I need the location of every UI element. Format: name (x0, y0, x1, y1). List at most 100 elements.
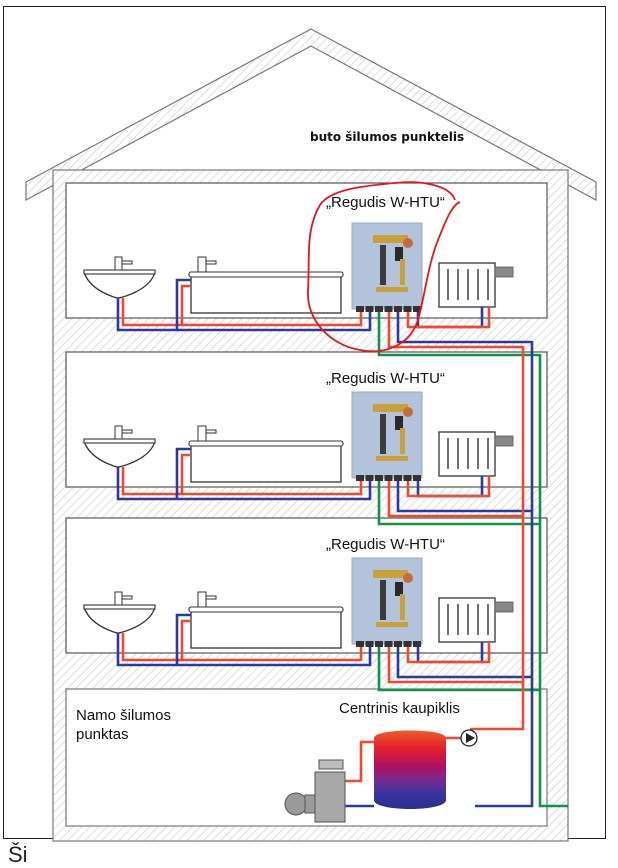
cold-pipe (175, 613, 191, 665)
unit-component (380, 245, 386, 285)
unit-connector (365, 641, 374, 647)
bathtub-rim (188, 440, 344, 447)
unit-connector (394, 641, 402, 647)
sink-rim (83, 438, 156, 444)
cold-pipe (116, 467, 352, 501)
unit-connector (384, 475, 393, 481)
cold-pipe (116, 298, 352, 332)
bathtub-icon (190, 610, 342, 649)
hot-pipe (180, 619, 191, 660)
unit-connector (365, 475, 374, 481)
unit-valve (403, 573, 413, 583)
unit-connector (375, 475, 383, 481)
sink-rim (83, 269, 156, 275)
hot-pipe (121, 633, 352, 662)
cut-caption: Ši (8, 842, 28, 867)
unit-component (380, 414, 386, 454)
faucet-spout (121, 429, 133, 434)
unit-connector (356, 475, 364, 481)
unit-valve (403, 407, 413, 417)
boiler-icon (314, 771, 346, 823)
faucet-icon (197, 256, 207, 273)
thermostat-valve-icon (494, 435, 514, 447)
unit-manifold (376, 622, 408, 627)
burner-icon (284, 792, 308, 816)
faucet-spout (205, 429, 217, 434)
unit-connector (356, 641, 364, 647)
unit-connector (375, 641, 383, 647)
radiator-supply-pipe (406, 307, 491, 329)
unit-manifold (376, 456, 408, 461)
radiator-supply-pipe (406, 642, 491, 664)
faucet-icon (114, 256, 123, 271)
faucet-icon (114, 425, 123, 440)
thermostat-valve-icon (494, 601, 514, 613)
hot-pipe (121, 298, 352, 327)
unit-connector (394, 475, 402, 481)
cold-pipe (352, 647, 372, 667)
faucet-icon (197, 425, 207, 442)
hot-pipe (180, 284, 191, 325)
unit-connector (394, 306, 402, 312)
main-cold-riser (475, 341, 534, 808)
unit-component (400, 594, 405, 620)
hot-pipe (352, 481, 363, 496)
unit-connector (413, 641, 421, 647)
boiler-control-panel (318, 759, 344, 770)
hot-pipe (352, 312, 363, 327)
cold-pipe (352, 312, 372, 332)
bathtub-rim (188, 271, 344, 278)
unit-connector (413, 475, 421, 481)
circulation-pipe (377, 647, 540, 692)
tank-label: Centrinis kaupiklis (339, 700, 460, 717)
main-hot-riser (470, 346, 525, 731)
roof (25, 28, 597, 202)
faucet-icon (114, 591, 123, 606)
unit-connector (384, 641, 393, 647)
riser-cold-pipe (396, 647, 532, 679)
bathtub-icon (190, 444, 342, 483)
cold-pipe (116, 633, 352, 667)
main-circulation-riser (538, 354, 568, 808)
floor-2 (83, 391, 540, 526)
cold-pipe (352, 481, 372, 501)
unit-manifold (373, 235, 408, 243)
storage-tank-icon (374, 730, 446, 809)
hot-pipe (180, 453, 191, 494)
faucet-spout (205, 260, 217, 265)
unit-connector (403, 641, 412, 647)
sink-rim (83, 604, 156, 610)
unit-manifold (373, 404, 408, 412)
pump-arrow (466, 733, 475, 743)
circulation-pipe (377, 481, 540, 526)
unit-component (400, 428, 405, 454)
unit-component (395, 582, 403, 596)
faucet-spout (121, 595, 133, 600)
cold-pipe (175, 447, 191, 499)
bathtub-rim (188, 606, 344, 613)
unit-component (400, 259, 405, 285)
hot-pipe (352, 647, 363, 662)
radiator-supply-pipe (406, 476, 491, 498)
riser-cold-pipe (396, 312, 532, 344)
unit-component (395, 247, 403, 261)
circulation-pipe (377, 312, 540, 357)
unit-connector (375, 306, 383, 312)
floor-1-unit-label: „Regudis W-HTU“ (326, 194, 445, 211)
floor-2-unit-label: „Regudis W-HTU“ (326, 370, 445, 387)
unit-valve (403, 238, 413, 248)
basement-label: Namo šilumos punktas (76, 707, 172, 743)
unit-connector (356, 306, 364, 312)
unit-connector (365, 306, 374, 312)
unit-connector (413, 306, 421, 312)
faucet-spout (205, 595, 217, 600)
unit-component (380, 580, 386, 620)
unit-connector (403, 475, 412, 481)
cold-pipe (175, 278, 191, 330)
floor-1 (83, 222, 540, 357)
burner-neck (304, 794, 316, 814)
attic-label: buto šilumos punktelis (310, 130, 465, 144)
riser-cold-pipe (396, 481, 532, 513)
highlight-marker (307, 181, 461, 353)
